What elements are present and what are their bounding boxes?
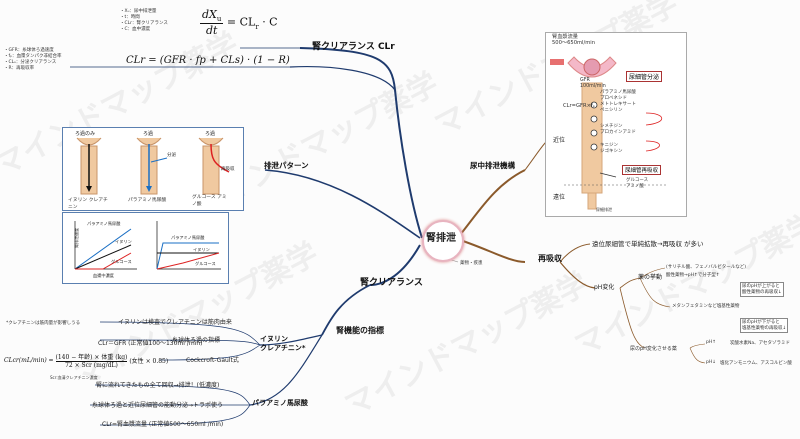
line-glucose xyxy=(75,252,132,270)
branch-clr-title[interactable]: 腎クリアランス CLr xyxy=(312,42,395,52)
inulin-item-1: イヌリンは検査でクレアチニンは筋肉由来 xyxy=(118,319,232,326)
branch-tubular[interactable]: 尿中排泄機構 xyxy=(470,161,515,170)
ph-down-drugs: 塩化アンモニウム、アスコルビン酸 xyxy=(720,361,792,366)
secretion-title: 尿細管分泌 xyxy=(626,71,663,82)
branch-pah[interactable]: パラアミノ馬尿酸 xyxy=(252,399,308,407)
nephron-diagram: ろ過のみ ろ過 ろ過 分泌 再吸収 xyxy=(75,130,235,195)
formula1: dXu dt = CLr · C xyxy=(200,8,278,38)
def-item: ・CLr：腎クリアランス xyxy=(120,21,168,26)
inulin-note: *クレアチニンは筋肉量が影響しうる xyxy=(6,321,81,326)
tubule-secretion xyxy=(136,137,168,195)
box-acid: 尿のpHが上がると 酸性薬物の再吸収↓ xyxy=(740,282,784,297)
svg-text:パラアミノ馬尿酸: パラアミノ馬尿酸 xyxy=(171,234,205,241)
label-distal: 遠位 xyxy=(553,194,566,201)
formula2-defs: ・GFR：糸球体ろ過速度 ・fₚ：血漿タンパク非結合率 ・CLₛ：分泌クリアラン… xyxy=(4,47,84,71)
secretion-list-1: パラアミノ馬尿酸 プロベネシド メトトレキサート ペニシリン xyxy=(600,90,636,113)
acid-rule: 酸性薬物→pH↑で分子型↑ xyxy=(666,273,720,278)
def-item: ・CLₛ：分泌クリアランス xyxy=(4,60,57,65)
flow-title: 腎血漿流量 500〜650ml/min xyxy=(552,34,596,46)
def-item: ・C：血中濃度 xyxy=(120,27,151,32)
pah-item-3: CLr=腎血漿流量 (正常値500〜650ml /min) xyxy=(102,421,224,428)
cl-label: CLr=GFR×fₚ xyxy=(563,103,595,109)
svg-text:パラアミノ馬尿酸: パラアミノ馬尿酸 xyxy=(87,220,121,227)
ph-down: pH↓ xyxy=(706,360,717,365)
excretion-pattern-panel: ろ過のみ ろ過 ろ過 分泌 再吸収 xyxy=(62,127,244,211)
def-item: ・Xᵤ：尿中排泄量 xyxy=(120,9,157,14)
label-glucose: グルコース アミノ酸 xyxy=(192,195,227,207)
tubule-filtration-only xyxy=(76,137,102,195)
col-head-1: ろ過のみ xyxy=(75,130,95,137)
box-base: 尿のpHが下がると 塩基性薬物の再吸収↓ xyxy=(740,318,789,333)
gfr-label: GFR 100ml/min xyxy=(580,78,606,89)
graph-right: パラアミノ馬尿酸 イヌリン グルコース xyxy=(156,221,221,270)
secretion-list-2: シメチジン プロカインアミド xyxy=(600,124,636,135)
base-drugs: メタンフェタミンなど塩基性薬物 xyxy=(672,304,740,309)
svg-text:グルコース: グルコース xyxy=(111,258,132,265)
drug-behavior: 薬の挙動 xyxy=(638,274,663,281)
inulin-item-3: CLr＝GFR (正常値100〜130ml /min) xyxy=(98,340,203,347)
tubular-panel xyxy=(545,32,687,217)
def-item: ・GFR：糸球体ろ過速度 xyxy=(4,48,54,53)
ph-up-drugs: 炭酸水素Na、アセタゾラミド xyxy=(730,341,791,346)
pah-item-2: 糸球体ろ過と近位尿細管の能動分泌→トラポ使う xyxy=(92,402,224,409)
acid-drugs: (サリチル酸、フェノバルビタールなど) xyxy=(666,265,747,270)
excretion-graphs: パラアミノ馬尿酸 イヌリン グルコース 腎排泄速度 血漿中濃度 パラアミノ馬尿酸… xyxy=(73,220,221,279)
formula1-defs: ・Xᵤ：尿中排泄量 ・t：時間 ・CLr：腎クリアランス ・C：血中濃度 xyxy=(120,8,200,32)
tubule-diagram xyxy=(550,56,666,210)
line-inulin xyxy=(74,244,132,270)
formula2: CLr = (GFR · fp + CLs) · (1 − R) xyxy=(126,55,290,66)
def-item: ・R：再吸収率 xyxy=(4,66,35,71)
inulin-item-2: 糸球体ろ過の指標 xyxy=(172,337,221,344)
graph-left: パラアミノ馬尿酸 イヌリン グルコース 腎排泄速度 血漿中濃度 xyxy=(73,220,137,279)
reabsorb-list: グルコース アミノ酸 xyxy=(626,178,649,189)
svg-text:イヌリン: イヌリン xyxy=(115,239,132,245)
graphs-panel: パラアミノ馬尿酸 イヌリン グルコース 腎排泄速度 血漿中濃度 パラアミノ馬尿酸… xyxy=(62,212,229,284)
def-item: ・t：時間 xyxy=(120,15,140,20)
label-inulin: イヌリン クレアチニン xyxy=(68,198,108,210)
col-head-3: ろ過 xyxy=(205,130,215,137)
center-label: 腎排泄 xyxy=(426,233,456,244)
svg-text:イヌリン: イヌリン xyxy=(193,247,210,253)
svg-text:腎排泄速度: 腎排泄速度 xyxy=(73,228,79,248)
line-pah xyxy=(74,228,132,270)
branch-renal-clearance[interactable]: 腎クリアランス xyxy=(360,278,423,288)
center-node[interactable] xyxy=(422,220,464,262)
tag-reabsorption: 再吸収 xyxy=(221,165,235,172)
ph-change-drugs: 尿のpH変化させる薬 xyxy=(630,346,677,352)
branch-indicator[interactable]: 腎機能の指標 xyxy=(336,326,384,335)
cockcroft-gault-formula: CLcr(mL/min) = (140 − 年齢) × 体重 (kg) 72 ×… xyxy=(4,354,169,369)
tubule-reabsorption xyxy=(198,137,230,195)
cg-sub: Scr:血清クレアチニン濃度 xyxy=(50,375,98,380)
center-sublabel: 薬物・疾患 xyxy=(460,261,483,266)
svg-text:グルコース: グルコース xyxy=(195,260,216,267)
ph-up: pH↑ xyxy=(706,340,717,345)
def-item: ・fₚ：血漿タンパク非結合率 xyxy=(4,54,62,59)
label-proximal: 近位 xyxy=(553,137,566,144)
ph-change: pH変化 xyxy=(594,284,615,291)
urine-label: 尿細排泄 xyxy=(596,207,612,212)
col-head-2: ろ過 xyxy=(143,130,153,137)
tag-secretion: 分泌 xyxy=(167,151,176,158)
secretion-list-3: キニジン ジゴキシン xyxy=(600,143,623,154)
reabsorption-detail: 遠位尿細管で単純拡散→再吸収 が多い xyxy=(592,240,704,248)
branch-inulin[interactable]: イヌリン クレアチニン* xyxy=(260,335,306,352)
branch-excretion-pattern[interactable]: 排泄パターン xyxy=(264,161,309,170)
reabsorb-title: 尿細管再吸収 xyxy=(622,165,662,175)
branch-reabsorption[interactable]: 再吸収 xyxy=(538,254,562,263)
svg-text:血漿中濃度: 血漿中濃度 xyxy=(93,272,115,279)
label-pah: パラアミノ馬尿酸 xyxy=(128,198,167,203)
pah-item-1: 腎に流れてきたもの全て回収→排泄！(低濃度) xyxy=(96,382,220,389)
inulin-item-4: Cockcroft-Gault式 xyxy=(186,357,239,364)
